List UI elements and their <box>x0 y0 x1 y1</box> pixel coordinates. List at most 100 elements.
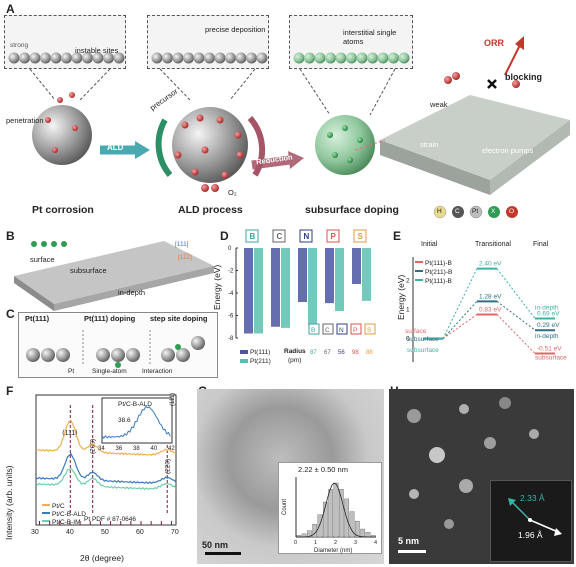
blocking-label: blocking <box>505 72 543 82</box>
f-frame <box>35 394 177 526</box>
e-legend-item: Pt(111)-B <box>425 260 452 267</box>
fft-label-233: 2.33 Å <box>520 493 545 503</box>
e-connector <box>496 314 536 354</box>
d-category-box <box>245 229 259 243</box>
c-legend-interaction: Interaction <box>142 368 173 375</box>
g-inset-title: 2.22 ± 0.50 nm <box>298 465 348 474</box>
f-inset-peak: (111) <box>170 393 176 406</box>
instable-sites-label: instable sites <box>75 46 119 55</box>
d-bar <box>325 248 334 304</box>
panel-label-e: E <box>393 229 402 243</box>
d-ytick: -6 <box>228 314 234 320</box>
d-bar <box>254 248 263 334</box>
d-ytick: -8 <box>228 336 234 342</box>
d-radius-symbol: B <box>311 327 315 334</box>
g-hist-xtick: 1 <box>314 540 317 546</box>
f-xtick: 40 <box>66 529 74 536</box>
f-inset-annotation: 38.6 <box>118 417 131 424</box>
g-hist-bar <box>333 482 339 538</box>
d-radius-box <box>336 323 348 335</box>
d-radius-box <box>308 323 320 335</box>
g-hist-xtick: 3 <box>354 540 357 546</box>
e-ytick: 1 <box>406 307 410 314</box>
e-start-label: subsurface <box>407 347 439 354</box>
interstitial-label: interstitial single atoms <box>343 28 397 46</box>
e-connector <box>442 314 478 340</box>
g-hist-bar <box>306 530 312 538</box>
d-bar <box>352 248 361 284</box>
c-legend-pt: Pt <box>68 368 75 375</box>
e-ann: 0.69 eV <box>537 311 560 318</box>
d-ytick: 0 <box>228 246 232 252</box>
d-ylabel: Energy (eV) <box>212 264 222 310</box>
axis-112: [11̅2] <box>178 254 192 261</box>
f-xtick: 60 <box>136 529 144 536</box>
g-hist-bar <box>349 511 355 538</box>
e-legend-item: Pt(211)-B <box>425 269 452 276</box>
g-hist-bar <box>354 520 360 538</box>
d-bar <box>298 248 307 302</box>
e-start-label: subsurface <box>407 336 439 343</box>
d-category-label: N <box>304 232 310 241</box>
d-radius-symbol: P <box>353 327 357 334</box>
d-radius-value: 67 <box>324 350 331 356</box>
d-radius-box <box>322 323 334 335</box>
c-legend-single-atom: Single-atom <box>92 368 127 375</box>
d-category-box <box>299 229 313 243</box>
f-inset-xtick: 34 <box>98 446 105 452</box>
d-radius-symbol: C <box>325 327 330 334</box>
e-end-label: in-depth <box>535 305 559 312</box>
d-bar <box>281 248 290 328</box>
panel-label-c: C <box>6 307 15 321</box>
d-ytick: -2 <box>228 269 234 275</box>
h-scale-label: 5 nm <box>398 536 420 546</box>
caption-ald-process: ALD process <box>178 204 243 216</box>
panel-label-f: F <box>6 384 14 398</box>
caption-subsurface-doping: subsurface doping <box>305 204 399 216</box>
g-hist-xtick: 2 <box>334 540 337 546</box>
legend-o: O <box>509 208 515 215</box>
d-bar <box>362 248 371 301</box>
e-ann: 1.28 eV <box>479 293 502 300</box>
d-category-label: S <box>358 232 364 241</box>
panel-label-a: A <box>6 2 15 16</box>
electron-pumps-label: electron pumps <box>482 146 534 155</box>
f-legend-item: Pt/C <box>52 503 65 510</box>
f-peak-label: (200) <box>90 439 97 454</box>
legend-pt: Pt <box>472 208 479 215</box>
d-category-label: P <box>331 232 337 241</box>
f-xlabel: 2θ (degree) <box>80 553 124 563</box>
g-hist-bar <box>338 489 344 538</box>
d-bar <box>335 248 344 311</box>
f-inset-xtick: 36 <box>116 446 123 452</box>
d-category-box <box>326 229 340 243</box>
d-category-box <box>272 229 286 243</box>
f-xtick: 50 <box>101 529 109 536</box>
g-hist-xtick: 4 <box>374 540 377 546</box>
e-end-label: in-depth <box>535 333 559 340</box>
d-category-label: B <box>250 232 256 241</box>
f-series-line <box>35 419 177 457</box>
o2-label: O₂ <box>228 188 237 197</box>
f-series-line <box>35 452 177 485</box>
radius-unit: (pm) <box>288 357 302 364</box>
e-connector <box>496 268 536 319</box>
ald-arrow-label: ALD <box>107 143 124 152</box>
d-bar <box>244 248 253 334</box>
e-ytick: 2 <box>406 277 410 284</box>
legend-x: X <box>491 208 496 215</box>
f-ylabel: Intensity (arb. units) <box>4 465 14 540</box>
d-radius-value: 98 <box>352 350 359 356</box>
g-hist-bar <box>312 524 318 538</box>
penetration-label: penetration <box>6 116 44 125</box>
g-hist-bar <box>328 489 334 538</box>
in-depth-label: in-depth <box>118 288 146 297</box>
g-hist-bar <box>317 514 323 538</box>
f-inset-xtick: 42 <box>168 446 175 452</box>
strain-label: strain <box>420 140 439 149</box>
g-scale-label: 50 nm <box>202 540 229 550</box>
panel-b-slab <box>14 241 214 311</box>
f-legend-item: Pt/C-B-IM <box>52 519 81 526</box>
